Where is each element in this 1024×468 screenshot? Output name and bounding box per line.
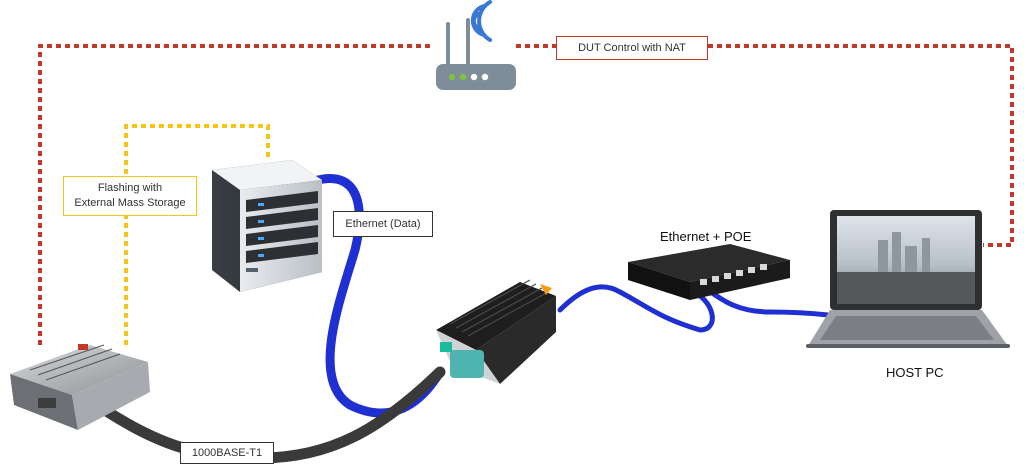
wifi-signal-icon	[470, 0, 492, 42]
dut-control-label: DUT Control with NAT	[556, 36, 708, 60]
ethernet-poe-label: Ethernet + POE	[660, 229, 752, 244]
t1-text: 1000BASE-T1	[191, 446, 263, 459]
ethernet-data-text: Ethernet (Data)	[345, 217, 421, 230]
flashing-label: Flashing with External Mass Storage	[63, 176, 197, 216]
dut-control-link	[38, 44, 1014, 345]
router-icon	[436, 18, 516, 90]
dut-control-text: DUT Control with NAT	[578, 41, 686, 54]
flashing-text-line1: Flashing with	[97, 182, 163, 194]
t1-cable	[102, 366, 446, 464]
ecu-device-icon	[10, 344, 150, 430]
laptop-icon	[806, 210, 1010, 348]
flashing-link	[124, 124, 270, 345]
flashing-text-line2: External Mass Storage	[74, 197, 186, 209]
server-icon	[212, 160, 322, 292]
host-pc-label: HOST PC	[886, 365, 944, 380]
media-converter-icon	[436, 279, 556, 384]
host-cable	[702, 285, 831, 318]
t1-label: 1000BASE-T1	[180, 442, 274, 464]
ethernet-data-label: Ethernet (Data)	[333, 211, 433, 237]
ethernet-switch-icon	[628, 244, 790, 300]
poe-cable	[557, 284, 715, 333]
